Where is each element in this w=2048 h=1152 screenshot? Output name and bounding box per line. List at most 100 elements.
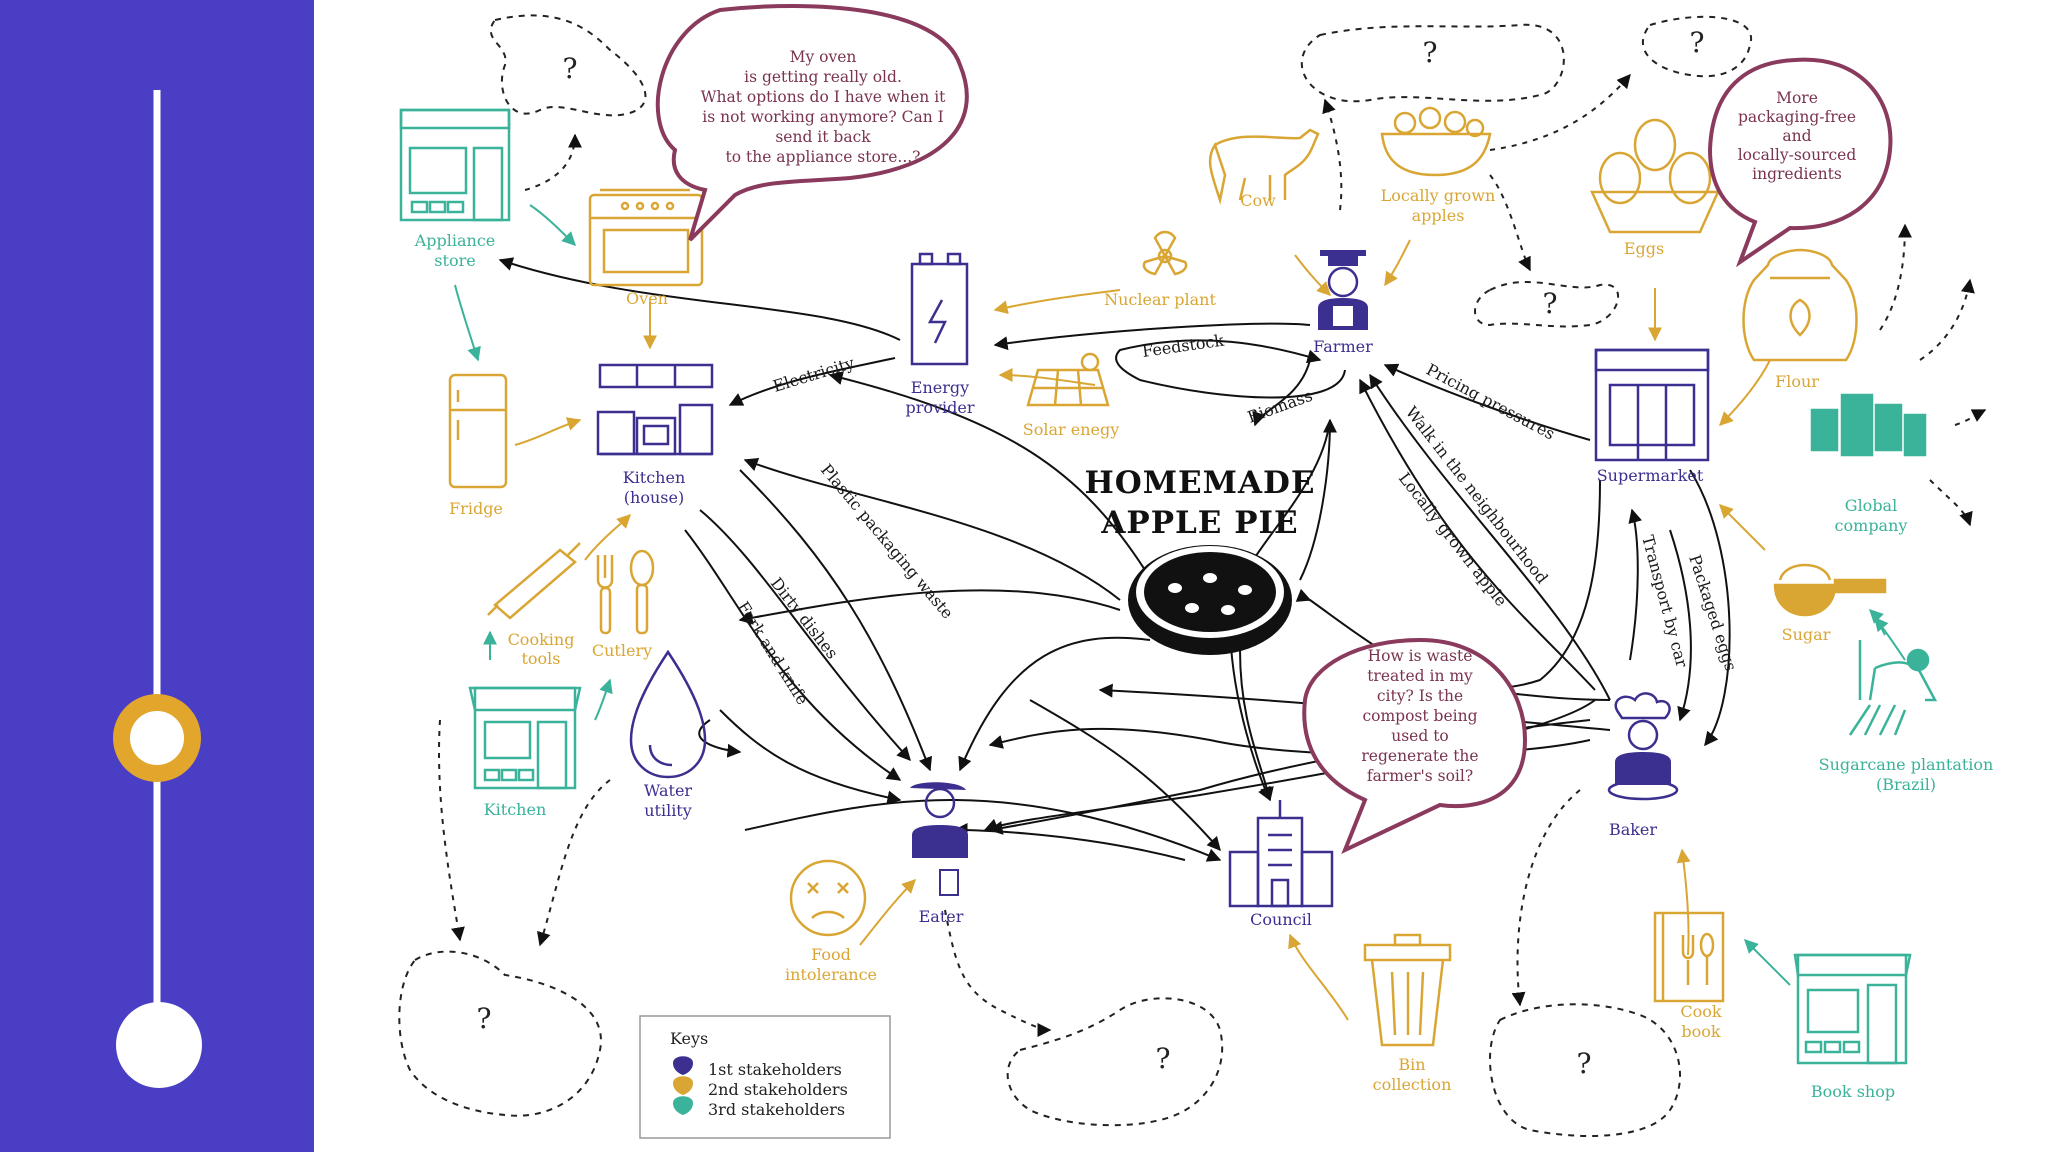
svg-text:packaging-free: packaging-free	[1738, 108, 1856, 126]
unknown-cloud-4	[1474, 281, 1619, 328]
svg-text:My oven: My oven	[790, 48, 857, 66]
svg-text:compost being: compost being	[1362, 707, 1477, 725]
legend-item-first: 1st stakeholders	[673, 1056, 842, 1079]
svg-text:and: and	[1782, 127, 1811, 145]
baker-icon	[1607, 692, 1679, 801]
label-kitchen-house-2: (house)	[624, 488, 684, 507]
label-cooking-tools-2: tools	[521, 649, 560, 668]
unknown-cloud-3	[1642, 15, 1753, 78]
cutlery-icon	[596, 549, 655, 635]
appliance-store-icon	[399, 108, 511, 222]
label-apples: Locally grown	[1381, 186, 1496, 205]
bookshop-icon	[1793, 953, 1912, 1065]
global-company-icon	[1810, 393, 1927, 457]
label-fridge: Fridge	[449, 499, 503, 518]
label-kitchen-house: Kitchen	[623, 468, 686, 487]
unknown-mark-5: ?	[476, 1002, 491, 1035]
legend-title: Keys	[670, 1029, 708, 1048]
label-apples-2: apples	[1412, 206, 1465, 225]
svg-text:What options do I have when it: What options do I have when it	[701, 88, 947, 106]
svg-text:send it back: send it back	[775, 128, 871, 146]
unknown-markers: ? ? ? ? ? ? ?	[476, 26, 1704, 1080]
kitchen-store-icon	[468, 686, 582, 790]
legend-item-third: 3rd stakeholders	[673, 1096, 845, 1119]
dashed-arrows	[438, 73, 1987, 1037]
unknown-cloud-7	[1489, 1003, 1681, 1137]
legend-item-second: 2nd stakeholders	[673, 1076, 848, 1099]
label-water-utility-2: utility	[644, 801, 692, 820]
eggs-icon	[1590, 118, 1720, 234]
edge-pricing-pressures: Pricing pressures	[1423, 360, 1558, 444]
label-flour: Flour	[1775, 372, 1819, 391]
label-sugarcane-2: (Brazil)	[1876, 775, 1936, 794]
label-appliance-store-2: store	[434, 251, 475, 270]
eater-icon	[910, 782, 968, 896]
label-food-intolerance-2: intolerance	[785, 965, 877, 984]
unknown-mark-3: ?	[1689, 26, 1704, 59]
second-stakeholder-icon	[673, 1076, 693, 1095]
unknown-mark-6: ?	[1155, 1042, 1170, 1075]
label-kitchen: Kitchen	[484, 800, 547, 819]
council-building-icon	[1228, 800, 1334, 908]
label-water-utility: Water	[644, 781, 692, 800]
label-sugarcane: Sugarcane plantation	[1819, 755, 1994, 774]
cookbook-icon	[1653, 911, 1725, 1003]
solar-panel-icon	[1026, 352, 1110, 407]
svg-text:to the appliance store...?: to the appliance store...?	[726, 148, 921, 166]
label-eater: Eater	[919, 907, 964, 926]
label-cook-book: Cook	[1680, 1002, 1722, 1021]
waste-speech-bubble: How is waste treated in my city? Is the …	[1302, 637, 1528, 854]
label-bin-collection: Bin	[1398, 1055, 1425, 1074]
flour-sack-icon	[1742, 248, 1858, 362]
label-sugar: Sugar	[1782, 625, 1831, 644]
kitchen-house-icon	[596, 363, 714, 456]
label-solar-energy: Solar enegy	[1023, 420, 1120, 439]
svg-text:ingredients: ingredients	[1752, 165, 1842, 183]
rolling-pin-icon	[487, 542, 581, 620]
water-drop-icon	[629, 649, 707, 779]
svg-text:regenerate the: regenerate the	[1361, 747, 1478, 765]
label-council: Council	[1250, 910, 1312, 929]
title-line-1: HOMEMADE	[1084, 465, 1315, 501]
label-nuclear-plant: Nuclear plant	[1104, 290, 1216, 309]
legend-label-second: 2nd stakeholders	[708, 1080, 848, 1099]
label-energy-provider-2: provider	[905, 398, 974, 417]
unknown-mark-1: ?	[562, 52, 577, 85]
title-line-2: APPLE PIE	[1100, 505, 1298, 541]
label-baker: Baker	[1609, 820, 1657, 839]
farmer-icon	[1318, 250, 1368, 330]
fridge-icon	[448, 373, 508, 489]
label-cutlery: Cutlery	[592, 641, 652, 660]
timeline-slider[interactable]	[113, 90, 202, 1088]
svg-text:is not working anymore? Can I: is not working anymore? Can I	[702, 108, 943, 126]
slider-end-handle[interactable]	[116, 1002, 202, 1088]
legend-box	[639, 1015, 891, 1139]
unknown-cloud-5	[398, 950, 602, 1117]
svg-text:used to: used to	[1391, 727, 1449, 745]
label-bin-collection-2: collection	[1373, 1075, 1452, 1094]
label-book-shop: Book shop	[1811, 1082, 1895, 1101]
legend-label-third: 3rd stakeholders	[708, 1100, 845, 1119]
label-farmer: Farmer	[1313, 337, 1373, 356]
svg-text:city? Is the: city? Is the	[1377, 687, 1463, 705]
legend-label-first: 1st stakeholders	[708, 1060, 842, 1079]
relation-edges	[498, 257, 1731, 862]
third-stakeholder-icon	[673, 1096, 693, 1115]
slider-knob[interactable]	[130, 711, 184, 765]
edge-locally-grown-apple: Locally grown apple	[1395, 469, 1511, 610]
oven-speech-bubble: My oven is getting really old. What opti…	[655, 3, 969, 242]
label-cooking-tools: Cooking	[508, 630, 575, 649]
edge-transport-car: Transport by car	[1638, 533, 1692, 670]
label-global-company-2: company	[1835, 516, 1908, 535]
unknown-mark-2: ?	[1422, 36, 1437, 69]
keys-legend: Keys 1st stakeholders 2nd stakeholders 3…	[639, 1015, 891, 1139]
edge-biomass: Biomass	[1245, 386, 1315, 427]
page-title: HOMEMADE APPLE PIE	[1084, 465, 1315, 541]
label-cow: Cow	[1240, 191, 1276, 210]
label-global-company: Global	[1845, 496, 1897, 515]
label-supermarket: Supermarket	[1597, 466, 1704, 485]
unknown-clouds	[398, 14, 1753, 1137]
tertiary-arrows	[454, 204, 1906, 986]
svg-text:is getting really old.: is getting really old.	[744, 68, 902, 86]
